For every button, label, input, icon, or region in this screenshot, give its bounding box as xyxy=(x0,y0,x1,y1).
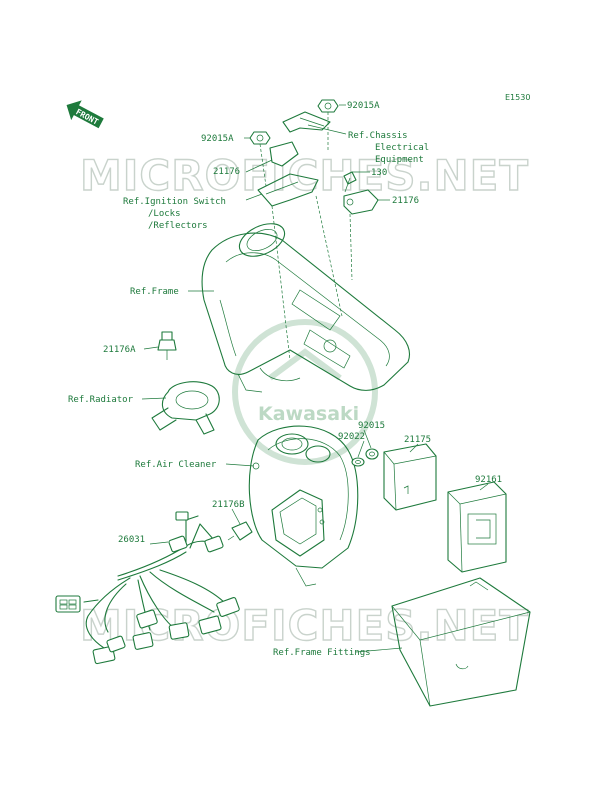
label-21175: 21175 xyxy=(404,435,431,445)
watermark-bottom: MICROFICHES.NET xyxy=(80,601,529,650)
label-21176-right: 21176 xyxy=(392,196,419,206)
ref-ignition-line3: /Reflectors xyxy=(148,221,208,231)
sensor-21176-left xyxy=(269,141,299,167)
ref-air-cleaner: Ref.Air Cleaner xyxy=(135,460,217,470)
cover-92161 xyxy=(447,481,507,573)
top-bracket-assembly xyxy=(249,99,379,361)
connector-g xyxy=(216,597,240,617)
label-92015: 92015 xyxy=(358,421,385,431)
ref-ignition-line2: /Locks xyxy=(148,209,181,219)
ref-frame-fittings: Ref.Frame Fittings xyxy=(273,648,371,658)
air-cleaner-cover-drawing xyxy=(248,425,359,587)
kawasaki-logo-text: Kawasaki xyxy=(258,403,359,425)
diagram-code: E1530 xyxy=(505,93,530,102)
connector-h xyxy=(168,535,188,553)
wiring-harness-26031 xyxy=(55,511,240,665)
frame-drawing xyxy=(201,223,411,393)
sensor-21176A xyxy=(157,331,177,360)
washer-92022 xyxy=(351,457,365,467)
label-21176-left: 21176 xyxy=(213,167,240,177)
connector-d xyxy=(106,635,126,653)
sensor-21176-right xyxy=(343,189,379,215)
leader-lines xyxy=(141,104,489,653)
label-92022: 92022 xyxy=(338,432,365,442)
ecu-21175 xyxy=(383,443,437,511)
ref-chassis-line2: Electrical xyxy=(375,143,429,153)
connector-f xyxy=(198,615,222,635)
front-arrow-icon: FRONT xyxy=(66,100,104,129)
label-26031: 26031 xyxy=(118,535,145,545)
label-21176A: 21176A xyxy=(103,345,136,355)
ref-ignition-line1: Ref.Ignition Switch xyxy=(123,197,226,207)
label-92161: 92161 xyxy=(475,475,502,485)
grommet-92015 xyxy=(365,448,379,460)
connector-j xyxy=(175,511,189,521)
ref-chassis-line3: Equipment xyxy=(375,155,424,165)
ref-chassis-line1: Ref.Chassis xyxy=(348,131,408,141)
radiator-housing-drawing xyxy=(151,381,220,435)
connector-e xyxy=(168,622,190,640)
bolt-130 xyxy=(343,171,357,185)
frame-fittings-tray xyxy=(391,577,531,707)
nut-92015A-left xyxy=(249,131,271,145)
ref-frame: Ref.Frame xyxy=(130,287,179,297)
connector-main xyxy=(55,595,81,613)
nut-92015A-top xyxy=(317,99,339,113)
label-92015A-top: 92015A xyxy=(347,101,380,111)
connector-b xyxy=(136,609,158,629)
label-130: 130 xyxy=(371,168,387,178)
label-92015A-left: 92015A xyxy=(201,134,234,144)
ref-radiator: Ref.Radiator xyxy=(68,395,134,405)
watermark-top: MICROFICHES.NET xyxy=(80,151,529,200)
sensor-21176B xyxy=(227,521,253,541)
label-21176B: 21176B xyxy=(212,500,245,510)
kawasaki-watermark-logo: Kawasaki xyxy=(232,319,378,465)
connector-i xyxy=(204,535,224,553)
connector-c xyxy=(132,632,154,650)
